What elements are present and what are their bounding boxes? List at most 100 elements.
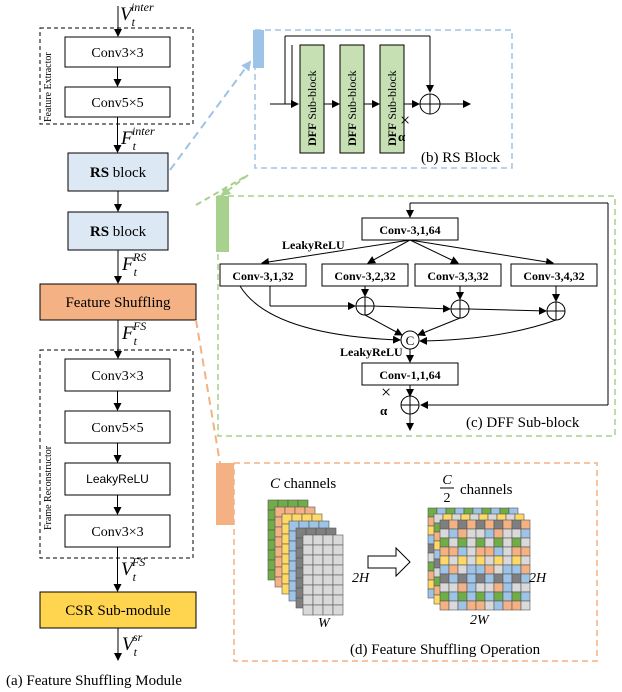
fs-input-cell: [322, 584, 334, 596]
frame-reconstructor-frame: [39, 349, 194, 559]
fs-output-cell: [466, 555, 477, 566]
fs-input-cell: [312, 544, 324, 556]
module-caption: (a) Feature Shuffling Module: [6, 673, 182, 689]
fs-output-cell: [466, 573, 477, 584]
fs-output-cell: [475, 546, 486, 557]
recon-leakyrelu-label: LeakyReLU: [86, 472, 149, 486]
dff-top-conv-label: Conv-3,1,64: [379, 223, 440, 237]
fs-input-height: 2H: [352, 571, 370, 586]
fs-output-cell: [520, 546, 531, 557]
fs-input-cell: [322, 554, 334, 566]
recon-conv3b-label: Conv3×3: [91, 525, 143, 540]
fs-output-cell: [448, 573, 459, 584]
fs-c-channels: C channels: [270, 476, 336, 492]
csr-submodule-label: CSR Sub-module: [65, 603, 171, 619]
dff-conv-d1-label: Conv-3,1,32: [232, 269, 293, 283]
fs-half-channels-text: channels: [460, 482, 513, 498]
fs-output-width: 2W: [470, 613, 490, 628]
fs-input-cell: [302, 564, 314, 576]
fs-input-cell: [302, 584, 314, 596]
dff-conv-d1-box: [219, 263, 307, 287]
fs-input-cell: [302, 554, 314, 566]
fs-output-cell: [502, 591, 513, 602]
dff-frame: [217, 195, 616, 437]
fs-output-cell: [457, 546, 468, 557]
fs-input-cell: [312, 604, 324, 616]
fs-output-cell: [457, 537, 468, 548]
fs-output-cell: [493, 582, 504, 593]
fs-output-cell: [484, 537, 495, 548]
fs-input-cell: [322, 574, 334, 586]
v-inter-label: Vtinter: [120, 0, 154, 29]
rs-caption: (b) RS Block: [421, 150, 501, 166]
extractor-conv3-box: [64, 36, 171, 68]
feature-extractor-label: Feature Extractor: [43, 52, 54, 122]
fs-output-cell: [502, 600, 513, 611]
feature-shuffling-module: Vtinter Feature Extractor Conv3×3 Conv5×…: [6, 0, 197, 689]
fs-input-cell: [322, 564, 334, 576]
recon-conv3-box: [64, 358, 171, 392]
rs-dff-subblock-3: [379, 44, 405, 154]
fs-output-cell: [484, 519, 495, 530]
fs-output-cell: [457, 564, 468, 575]
fs-output-cell: [439, 537, 450, 548]
fs-output-cell: [484, 546, 495, 557]
fs-output-cell: [466, 582, 477, 593]
fs-input-cell: [302, 604, 314, 616]
fs-output-cell: [439, 546, 450, 557]
fs-output-cell: [511, 564, 522, 575]
fs-output-cell: [520, 537, 531, 548]
v-sr-label: Vtsr: [122, 630, 143, 659]
fs-output-cell: [439, 519, 450, 530]
dff-conv-d4-label: Conv-3,4,32: [523, 269, 584, 283]
fs-output-cell: [493, 573, 504, 584]
fs-output-cell: [484, 555, 495, 566]
fs-output-cell: [439, 600, 450, 611]
fs-output-cell: [502, 528, 513, 539]
fs-input-cell: [332, 544, 344, 556]
fs-output-cell: [457, 555, 468, 566]
fs-output-cell: [493, 555, 504, 566]
fs-output-cell: [493, 591, 504, 602]
rs-block-tab: [253, 30, 264, 68]
fs-output-cell: [439, 555, 450, 566]
fs-input-cell: [302, 574, 314, 586]
fs-tab: [216, 463, 234, 525]
feature-shuffling-block: [39, 283, 197, 321]
fs-output-cell: [475, 528, 486, 539]
fs-output-cell: [484, 582, 495, 593]
fs-output-cell: [502, 564, 513, 575]
fs-output-height: 2H: [529, 571, 547, 586]
fs-output-cell: [448, 546, 459, 557]
dff-alpha-symbol: α: [380, 403, 388, 418]
fs-input-cell: [312, 554, 324, 566]
fs-input-stack: [267, 499, 344, 616]
recon-conv3-label: Conv3×3: [91, 369, 143, 384]
fs-output-cell: [511, 537, 522, 548]
dff-leakyrelu-1: LeakyReLU: [282, 238, 345, 252]
fs-output-cell: [493, 600, 504, 611]
fs-input-cell: [332, 584, 344, 596]
frame-reconstructor-label: Frame Reconstructor: [43, 445, 54, 530]
v-fs-label: VtFS: [121, 555, 145, 584]
fs-input-cell: [312, 574, 324, 586]
fs-output-cell: [484, 600, 495, 611]
fs-output-cell: [466, 519, 477, 530]
fs-output-cell: [502, 546, 513, 557]
fs-output-cell: [448, 564, 459, 575]
fs-input-cell: [322, 544, 334, 556]
fs-input-cell: [302, 594, 314, 606]
rs-block-2-label: RS block: [90, 224, 147, 240]
recon-conv5-label: Conv5×5: [91, 421, 143, 436]
fs-output-cell: [439, 582, 450, 593]
fs-output-cell: [484, 591, 495, 602]
fs-output-cell: [448, 528, 459, 539]
csr-submodule-block: [39, 591, 197, 629]
fs-output-cell: [493, 564, 504, 575]
dff-caption: (c) DFF Sub-block: [466, 415, 580, 431]
feature-shuffling-label: Feature Shuffling: [65, 295, 171, 311]
dff-times-symbol: ×: [381, 382, 391, 402]
fs-input-cell: [332, 604, 344, 616]
fs-input-width: W: [318, 616, 331, 631]
fs-input-cell: [332, 534, 344, 546]
